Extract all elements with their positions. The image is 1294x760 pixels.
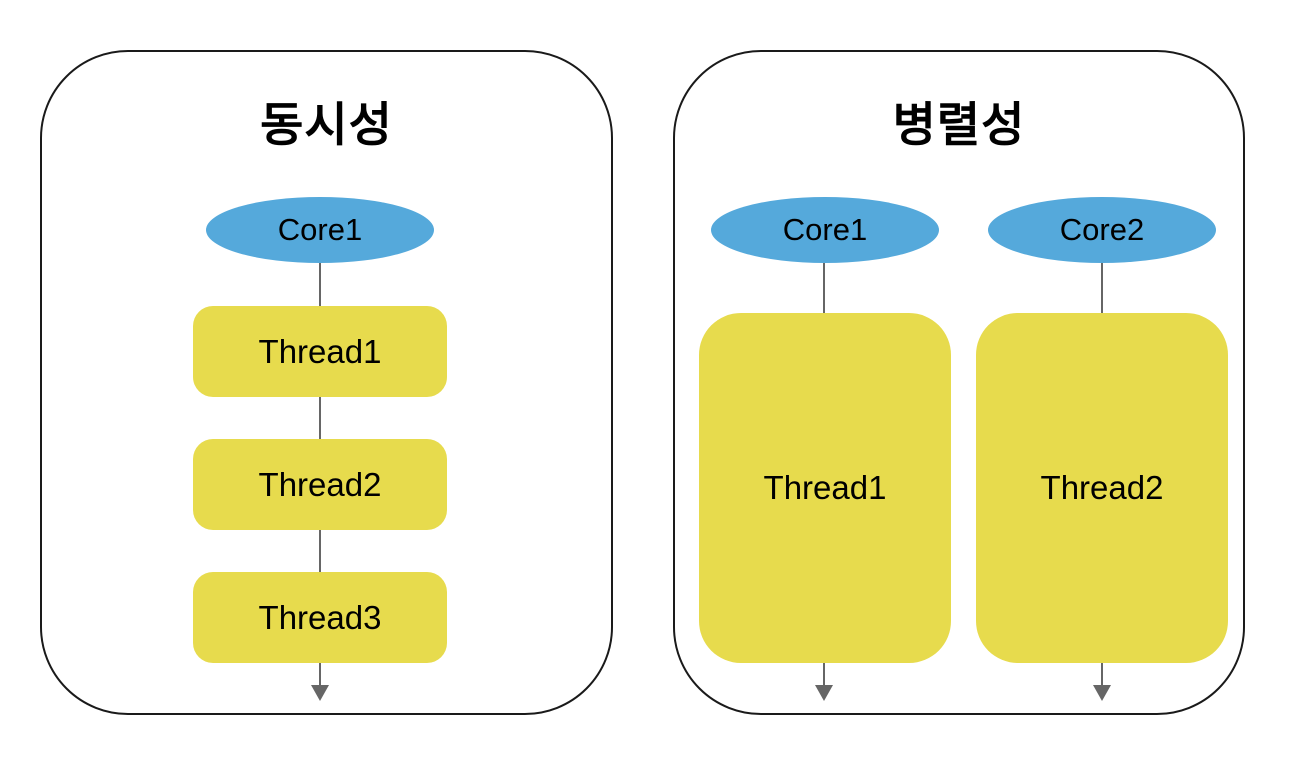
parallelism-core1-label: Core1 (782, 212, 868, 247)
connector-core1-to-thread1 (319, 263, 321, 306)
down-arrow-icon (1093, 685, 1111, 701)
parallelism-thread2-label: Thread2 (1040, 469, 1164, 506)
concurrency-thread1-box: Thread1 (193, 306, 447, 397)
concurrency-panel-title: 동시성 (260, 97, 393, 151)
concurrency-thread2-box: Thread2 (193, 439, 447, 530)
parallelism-thread2-box: Thread2 (976, 313, 1228, 663)
connector-core2-to-thread2-right (1101, 263, 1103, 313)
connector-thread1-to-thread2 (319, 397, 321, 439)
concurrency-thread3-label: Thread3 (258, 598, 382, 636)
down-arrow-icon (815, 685, 833, 701)
parallelism-thread1-box: Thread1 (699, 313, 951, 663)
connector-thread2-exit-right (1101, 663, 1103, 687)
concurrency-core1-ellipse: Core1 (206, 197, 434, 263)
connector-core1-to-thread1-right (823, 263, 825, 313)
connector-thread1-exit-right (823, 663, 825, 687)
concurrency-thread2-label: Thread2 (258, 465, 382, 503)
parallelism-thread1-label: Thread1 (763, 469, 887, 506)
connector-thread2-to-thread3 (319, 530, 321, 573)
concurrency-thread3-box: Thread3 (193, 572, 447, 663)
parallelism-core2-label: Core2 (1059, 212, 1145, 247)
connector-thread3-exit (319, 663, 321, 687)
parallelism-core1-ellipse: Core1 (711, 197, 939, 263)
down-arrow-icon (311, 685, 329, 701)
concurrency-core1-label: Core1 (277, 212, 363, 247)
concurrency-thread1-label: Thread1 (258, 332, 382, 370)
parallelism-panel-title: 병렬성 (892, 97, 1026, 151)
parallelism-core2-ellipse: Core2 (988, 197, 1216, 263)
